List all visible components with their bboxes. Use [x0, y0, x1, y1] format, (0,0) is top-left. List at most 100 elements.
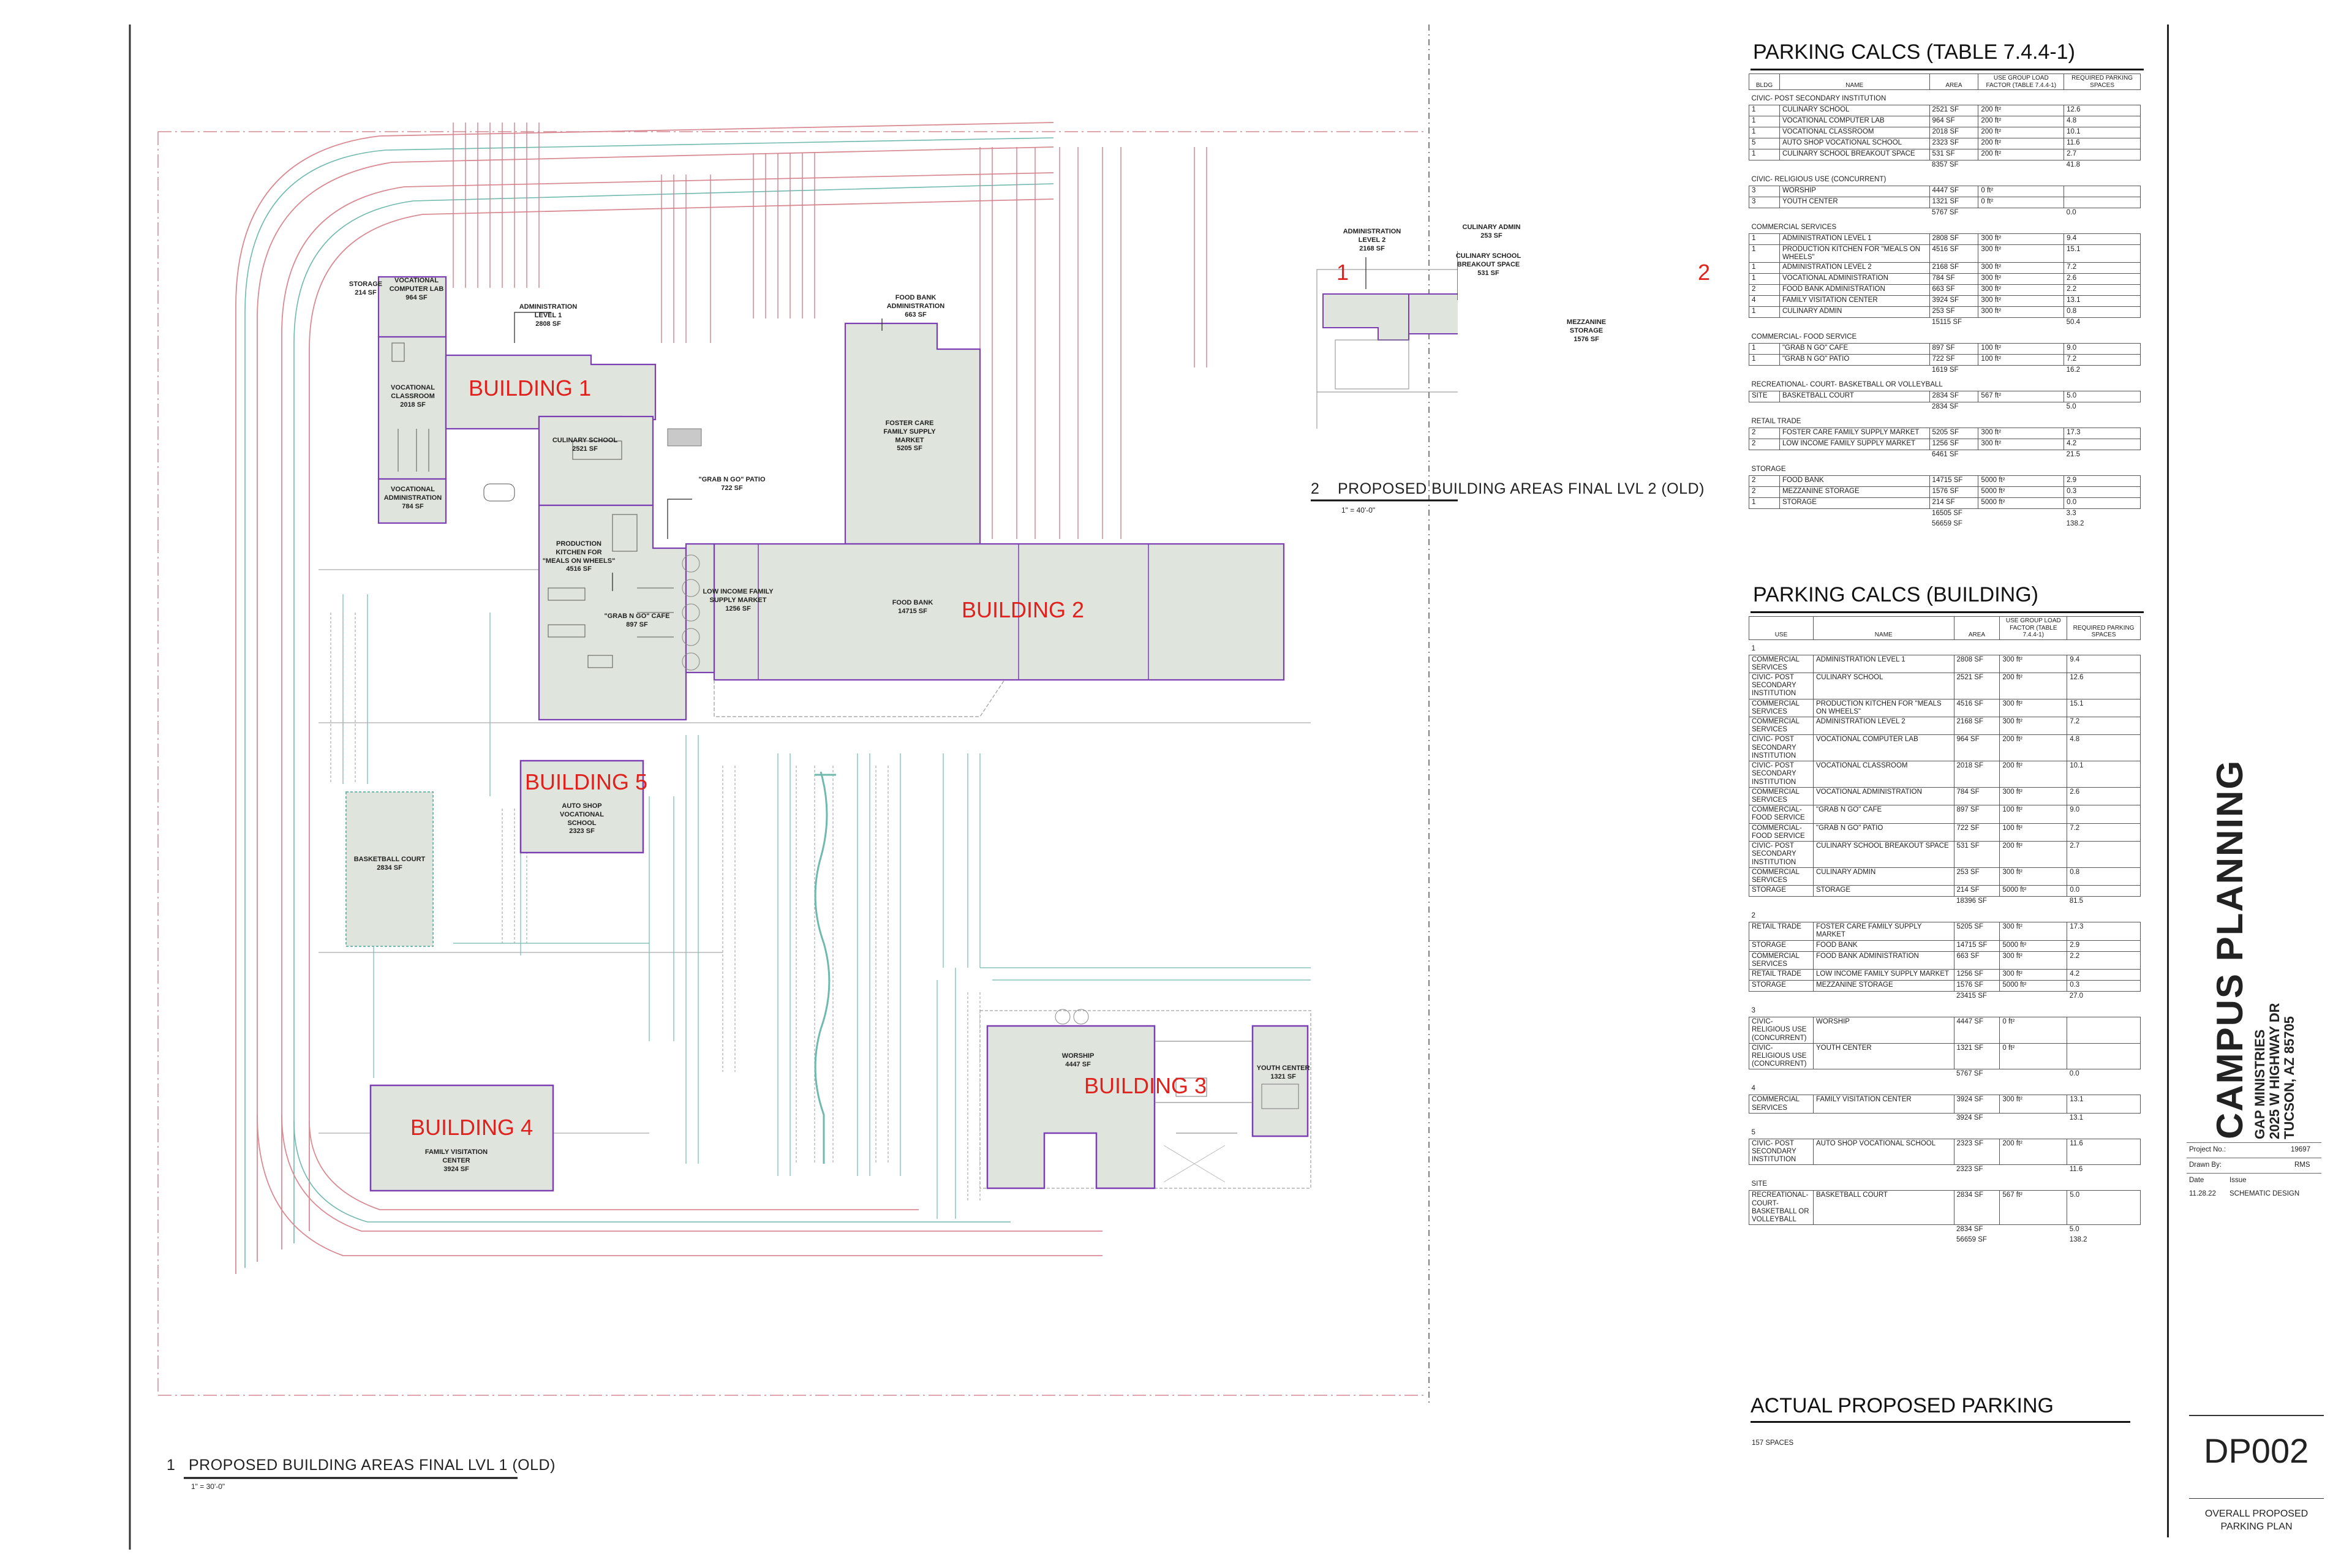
table-header-cell: USE GROUP LOAD FACTOR (TABLE 7.4.4-1)	[1999, 616, 2068, 640]
table-cell: 4.8	[2064, 116, 2141, 127]
table-cell: RETAIL TRADE	[1749, 922, 1814, 941]
table-cell: 13.1	[2067, 1095, 2141, 1114]
table-cell: 1	[1749, 233, 1780, 245]
building-2-label: BUILDING 2	[962, 597, 1085, 622]
table-cell: 300 ft²	[1978, 295, 2065, 307]
table-cell: 17.3	[2064, 428, 2141, 440]
table-cell: 2.2	[2067, 951, 2141, 970]
issue-description: SCHEMATIC DESIGN	[2230, 1190, 2300, 1197]
table-cell: 1	[1749, 273, 1780, 285]
table-cell: 13.1	[2064, 295, 2141, 307]
table-cell: 9.4	[2064, 233, 2141, 245]
table-cell: 5.0	[2064, 391, 2141, 403]
tb-rule-3	[2187, 1173, 2321, 1174]
issue-date: 11.28.22	[2189, 1190, 2216, 1197]
table-header-cell: AREA	[1953, 616, 2000, 640]
table-cell: 5.0	[2067, 1190, 2141, 1226]
table-cell: CIVIC- POST SECONDARY INSTITUTION	[1749, 672, 1814, 699]
table-cell: 964 SF	[1929, 116, 1979, 127]
subtotal-area: 8357 SF	[1932, 161, 1959, 168]
table-cell: STORAGE	[1779, 497, 1930, 510]
table-cell: 10.1	[2067, 761, 2141, 788]
table-cell: 1256 SF	[1953, 969, 2000, 981]
table-cell-empty	[1779, 366, 1929, 377]
table-cell-empty	[1813, 1225, 1954, 1236]
table-row: CIVIC- RELIGIOUS USE (CONCURRENT)WORSHIP…	[1749, 1017, 2141, 1044]
table-cell: 300 ft²	[1999, 654, 2068, 673]
table-cell: 100 ft²	[1978, 354, 2065, 366]
table-cell: COMMERCIAL- FOOD SERVICE	[1749, 823, 1814, 842]
building-1-label: BUILDING 1	[469, 375, 592, 401]
table-cell: FOSTER CARE FAMILY SUPPLY MARKET	[1779, 428, 1930, 440]
table-cell: LOW INCOME FAMILY SUPPLY MARKET	[1812, 969, 1954, 981]
table-cell: 4.2	[2067, 969, 2141, 981]
lvl2-building-1-tag: 1	[1336, 260, 1349, 285]
table-cell-empty	[1749, 509, 1780, 520]
table-cell-empty	[1978, 366, 2064, 377]
room-label-administration-level-1: ADMINISTRATION LEVEL 1 2808 SF	[519, 303, 578, 328]
table-cell: 1	[1749, 116, 1780, 127]
table-cell: VOCATIONAL COMPUTER LAB	[1812, 734, 1954, 762]
table-section-row: RETAIL TRADE	[1749, 413, 2141, 428]
table-header-cell: USE GROUP LOAD FACTOR (TABLE 7.4.4-1)	[1978, 74, 2065, 90]
table-cell	[2064, 197, 2141, 208]
table-section-label: 1	[1751, 644, 1755, 652]
table-cell: 2168 SF	[1929, 262, 1979, 274]
grand-total-area: 56659 SF	[1932, 520, 1962, 528]
table-cell: 200 ft²	[1978, 116, 2065, 127]
table-cell: 663 SF	[1929, 284, 1979, 296]
table-cell-empty	[1749, 1225, 1814, 1236]
view-number-1: 1	[167, 1457, 176, 1474]
table-row: COMMERCIAL- FOOD SERVICE"GRAB N GO" PATI…	[1749, 823, 2141, 842]
subtotal-area: 2834 SF	[1956, 1226, 1983, 1234]
table-cell-empty	[1749, 519, 1780, 530]
table-cell: 2018 SF	[1929, 127, 1979, 138]
table-cell: 2	[1749, 284, 1780, 296]
table-cell: COMMERCIAL SERVICES	[1749, 786, 1814, 806]
table-cell-empty	[1813, 1165, 1954, 1176]
table-cell-empty	[1779, 509, 1929, 520]
table-section-row: COMMERCIAL- FOOD SERVICE	[1749, 328, 2141, 344]
table-cell: AUTO SHOP VOCATIONAL SCHOOL	[1812, 1138, 1954, 1166]
table-cell: "GRAB N GO" CAFE	[1779, 343, 1930, 355]
table-cell: VOCATIONAL ADMINISTRATION	[1812, 786, 1954, 806]
table-cell: 300 ft²	[1978, 306, 2065, 318]
table-cell: YOUTH CENTER	[1812, 1042, 1954, 1070]
table-cell: 300 ft²	[1999, 969, 2068, 981]
table-section-label: STORAGE	[1751, 466, 1786, 473]
table-cell: CULINARY ADMIN	[1812, 867, 1954, 886]
table-cell: 300 ft²	[1978, 273, 2065, 285]
table-cell: 14715 SF	[1953, 940, 2000, 952]
table-cell-empty	[2000, 1069, 2067, 1080]
table-row: COMMERCIAL- FOOD SERVICE"GRAB N GO" CAFE…	[1749, 805, 2141, 824]
room-label-worship: WORSHIP 4447 SF	[1061, 1052, 1095, 1068]
table-cell: 1	[1749, 343, 1780, 355]
table-header-cell: BLDG	[1749, 74, 1780, 90]
table-cell: COMMERCIAL SERVICES	[1749, 1095, 1814, 1114]
table-cell: 9.4	[2067, 654, 2141, 673]
table-cell: 4516 SF	[1953, 698, 2000, 718]
room-label-food-bank: FOOD BANK 14715 SF	[892, 599, 933, 615]
table-header-cell: REQUIRED PARKING SPACES	[2064, 74, 2141, 90]
table-cell: 7.2	[2067, 823, 2141, 842]
table-cell: 784 SF	[1953, 786, 2000, 806]
table-cell: 300 ft²	[1978, 284, 2065, 296]
table-cell: 200 ft²	[1999, 761, 2068, 788]
table-cell: COMMERCIAL SERVICES	[1749, 654, 1814, 673]
table-section-row: SITE	[1749, 1175, 2141, 1191]
table-cell: 2808 SF	[1929, 233, 1979, 245]
table-cell: VOCATIONAL CLASSROOM	[1812, 761, 1954, 788]
table-cell: 5205 SF	[1929, 428, 1979, 440]
client-address-2: TUCSON, AZ 85705	[2282, 1016, 2297, 1139]
table-section-row: CIVIC- RELIGIOUS USE (CONCURRENT)	[1749, 171, 2141, 186]
